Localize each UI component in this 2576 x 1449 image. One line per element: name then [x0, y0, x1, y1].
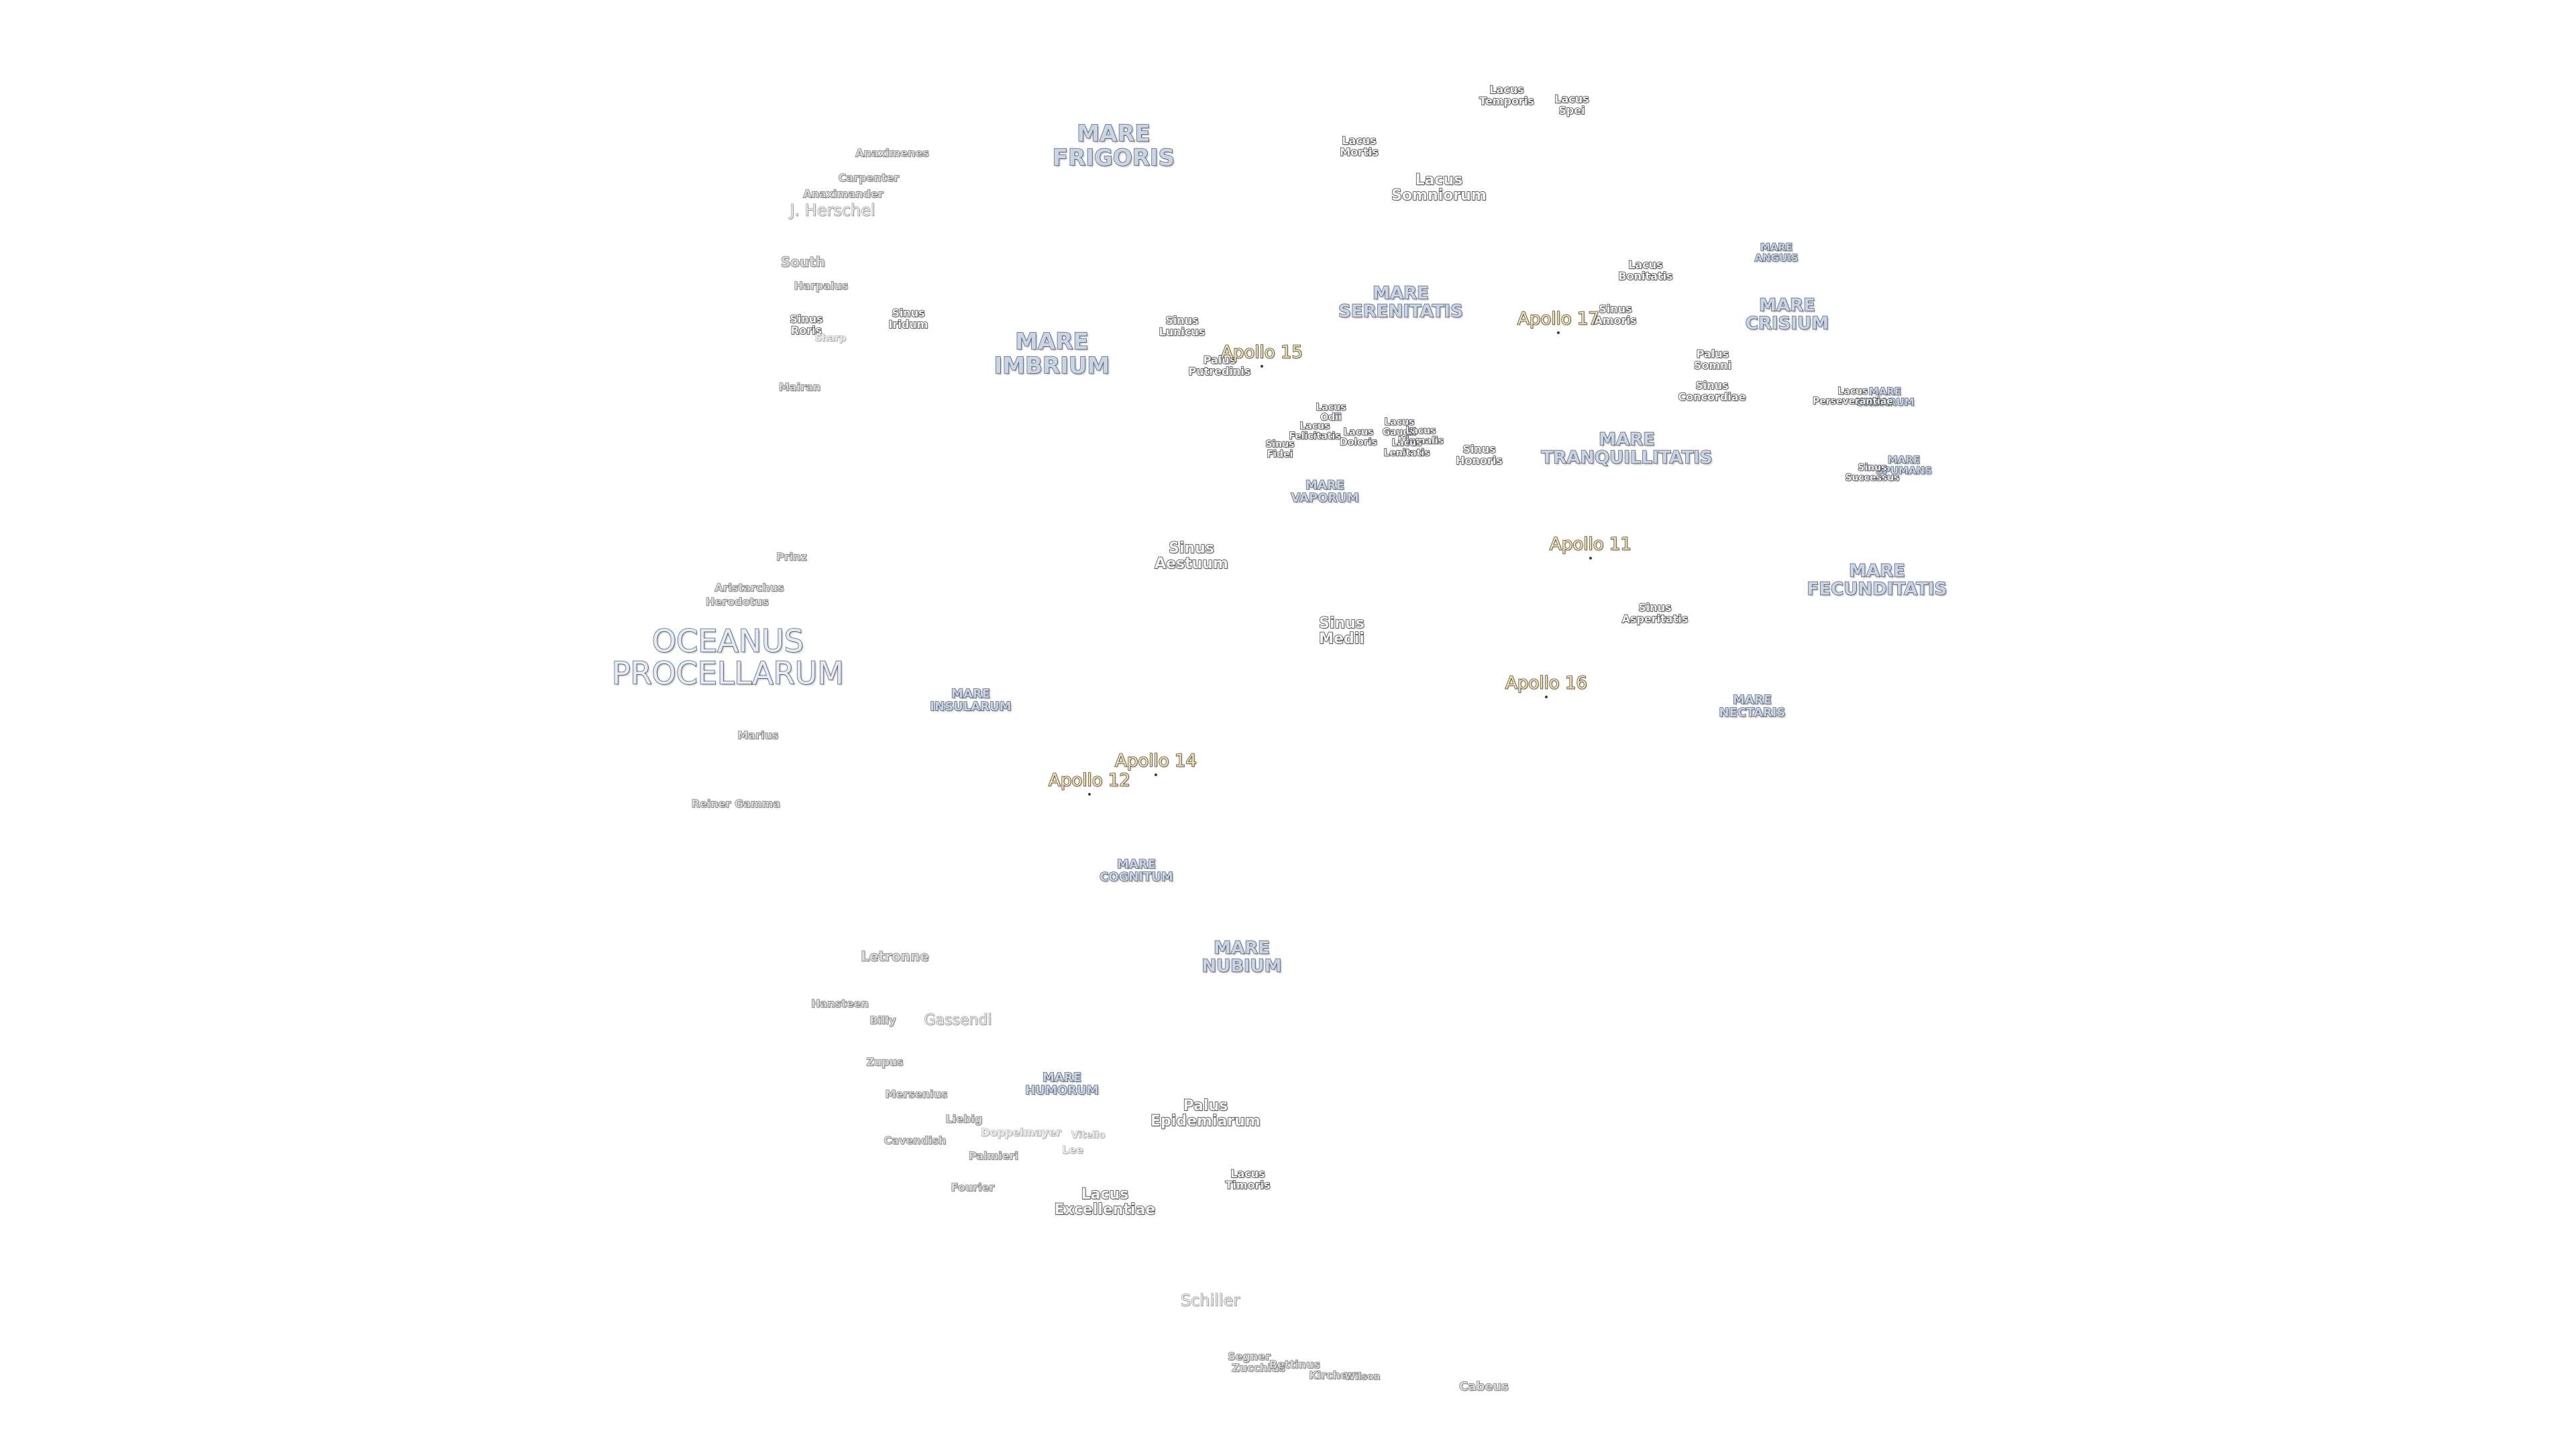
- label-apollo-17: Apollo 17: [1517, 309, 1600, 329]
- label-sinus-asperitatis: Sinus Asperitatis: [1621, 601, 1688, 625]
- label-crater-zupus: Zupus: [866, 1055, 904, 1069]
- label-sinus-roris: Sinus Roris: [790, 313, 824, 337]
- label-crater-anaximander: Anaximander: [803, 187, 884, 201]
- label-mare-undarum: MARE UNDARUM: [1856, 385, 1915, 408]
- label-crater-south: South: [780, 254, 826, 270]
- apollo-12-marker: [1088, 793, 1091, 796]
- label-crater-marius: Marius: [737, 729, 779, 742]
- label-sinus-medii: Sinus Medii: [1318, 614, 1364, 647]
- label-crater-vitello: Vitello: [1071, 1130, 1106, 1141]
- label-crater-letronne: Letronne: [861, 948, 930, 965]
- label-lacus-odii: Lacus Odii: [1316, 402, 1346, 423]
- label-crater-herodotus: Herodotus: [705, 595, 769, 608]
- label-crater-lee: Lee: [1062, 1143, 1084, 1157]
- label-lacus-temporis: Lacus Temporis: [1479, 83, 1534, 107]
- label-lacus-timoris: Lacus Timoris: [1225, 1167, 1271, 1191]
- label-crater-mairan: Mairan: [778, 380, 821, 394]
- label-lacus-felicitatis: Lacus Felicitatis: [1289, 421, 1342, 441]
- label-crater-sharp: Sharp: [814, 333, 847, 344]
- apollo-17-marker: [1557, 331, 1560, 334]
- label-crater-cabeus: Cabeus: [1458, 1379, 1509, 1394]
- label-crater-gassendi: Gassendi: [924, 1012, 992, 1029]
- label-crater-anaximenes: Anaximenes: [855, 146, 930, 160]
- label-crater-wilson: Wilson: [1344, 1371, 1381, 1383]
- label-crater-schiller: Schiller: [1180, 1291, 1240, 1310]
- label-palus-somni: Palus Somni: [1693, 347, 1732, 372]
- label-apollo-16: Apollo 16: [1505, 673, 1588, 694]
- label-crater-prinz: Prinz: [775, 550, 807, 564]
- label-sinus-aestuum: Sinus Aestuum: [1154, 539, 1228, 572]
- label-mare-vaporum: MARE VAPORUM: [1290, 478, 1359, 505]
- label-crater-hansteen: Hansteen: [810, 997, 869, 1010]
- label-crater-segner: Segner: [1227, 1350, 1271, 1363]
- label-palus-putredinis: Palus Putredinis: [1188, 354, 1251, 378]
- label-sinus-successus: Sinus Successus: [1845, 462, 1900, 483]
- label-crater-zucchius: Zucchius: [1232, 1361, 1286, 1375]
- label-mare-frigoris: MARE FRIGORIS: [1052, 120, 1175, 171]
- label-sinus-lunicus: Sinus Lunicus: [1159, 314, 1205, 338]
- label-sinus-amoris: Sinus Amoris: [1594, 303, 1637, 327]
- label-apollo-14: Apollo 14: [1114, 751, 1197, 771]
- label-apollo-11: Apollo 11: [1549, 534, 1632, 555]
- label-lacus-somniorum: Lacus Somniorum: [1391, 171, 1487, 204]
- label-lacus-excellentiae: Lacus Excellentiae: [1054, 1185, 1156, 1218]
- label-lacus-hiemalis: Lacus Hiemalis: [1397, 425, 1444, 446]
- label-mare-nectaris: MARE NECTARIS: [1719, 693, 1786, 720]
- label-crater-carpenter: Carpenter: [838, 171, 900, 184]
- label-mare-imbrium: MARE IMBRIUM: [994, 328, 1110, 379]
- label-crater-kircher: Kircher: [1309, 1368, 1354, 1382]
- apollo-16-marker: [1545, 696, 1548, 698]
- label-crater-bettinus: Bettinus: [1269, 1358, 1321, 1371]
- label-crater-harpalus: Harpalus: [794, 279, 849, 292]
- label-lacus-lenitatis: Lacus Lenitatis: [1383, 437, 1431, 458]
- label-crater-mersenius: Mersenius: [885, 1087, 948, 1101]
- label-lacus-doloris: Lacus Doloris: [1339, 427, 1377, 447]
- label-mare-anguis: MARE ANGUIS: [1754, 241, 1799, 264]
- label-lacus-gaudii: Lacus Gaudii: [1382, 417, 1417, 437]
- label-crater-palmieri: Palmieri: [968, 1149, 1018, 1163]
- label-crater-cavendish: Cavendish: [883, 1134, 947, 1147]
- label-mare-humorum: MARE HUMORUM: [1025, 1071, 1099, 1097]
- label-lacus-spei: Lacus Spei: [1554, 93, 1590, 117]
- label-apollo-15: Apollo 15: [1220, 342, 1303, 363]
- label-lacus-bonitatis: Lacus Bonitatis: [1618, 258, 1674, 282]
- label-mare-nubium: MARE NUBIUM: [1201, 938, 1283, 977]
- label-sinus-honoris: Sinus Honoris: [1455, 443, 1503, 467]
- label-mare-cognitum: MARE COGNITUM: [1099, 857, 1173, 884]
- label-apollo-12: Apollo 12: [1048, 770, 1131, 791]
- apollo-14-marker: [1155, 773, 1157, 776]
- label-crater-liebig: Liebig: [945, 1112, 983, 1126]
- label-lacus-mortis: Lacus Mortis: [1340, 134, 1379, 158]
- label-sinus-iridum: Sinus Iridum: [888, 307, 928, 331]
- label-crater-j-herschel: J. Herschel: [790, 201, 876, 220]
- label-crater-aristarchus: Aristarchus: [714, 581, 785, 594]
- apollo-15-marker: [1260, 365, 1263, 368]
- label-palus-epidemiarum: Palus Epidemiarum: [1150, 1097, 1260, 1130]
- label-mare-insularum: MARE INSULARUM: [930, 687, 1012, 714]
- label-crater-doppelmayer: Doppelmayer: [981, 1126, 1062, 1139]
- label-mare-tranquillitatis: MARE TRANQUILLITATIS: [1541, 429, 1713, 468]
- apollo-11-marker: [1589, 557, 1592, 559]
- label-sinus-concordiae: Sinus Concordiae: [1678, 379, 1746, 403]
- label-mare-serenitatis: MARE SERENITATIS: [1338, 283, 1463, 322]
- label-lacus-perseverantiae: Lacus Perseverantiae: [1812, 386, 1893, 407]
- label-mare-crisium: MARE CRISIUM: [1745, 295, 1829, 334]
- label-mare-fecunditatis: MARE FECUNDITATIS: [1807, 561, 1947, 600]
- label-oceanus-procellarum: OCEANUS PROCELLARUM: [611, 623, 845, 692]
- label-mare-spumans: MARE SPUMANS: [1875, 453, 1932, 476]
- label-crater-fourier: Fourier: [951, 1181, 995, 1194]
- label-crater-billy: Billy: [869, 1014, 896, 1027]
- label-crater-reiner-gamma: Reiner Gamma: [691, 797, 781, 810]
- label-sinus-fidei: Sinus Fidei: [1265, 439, 1295, 460]
